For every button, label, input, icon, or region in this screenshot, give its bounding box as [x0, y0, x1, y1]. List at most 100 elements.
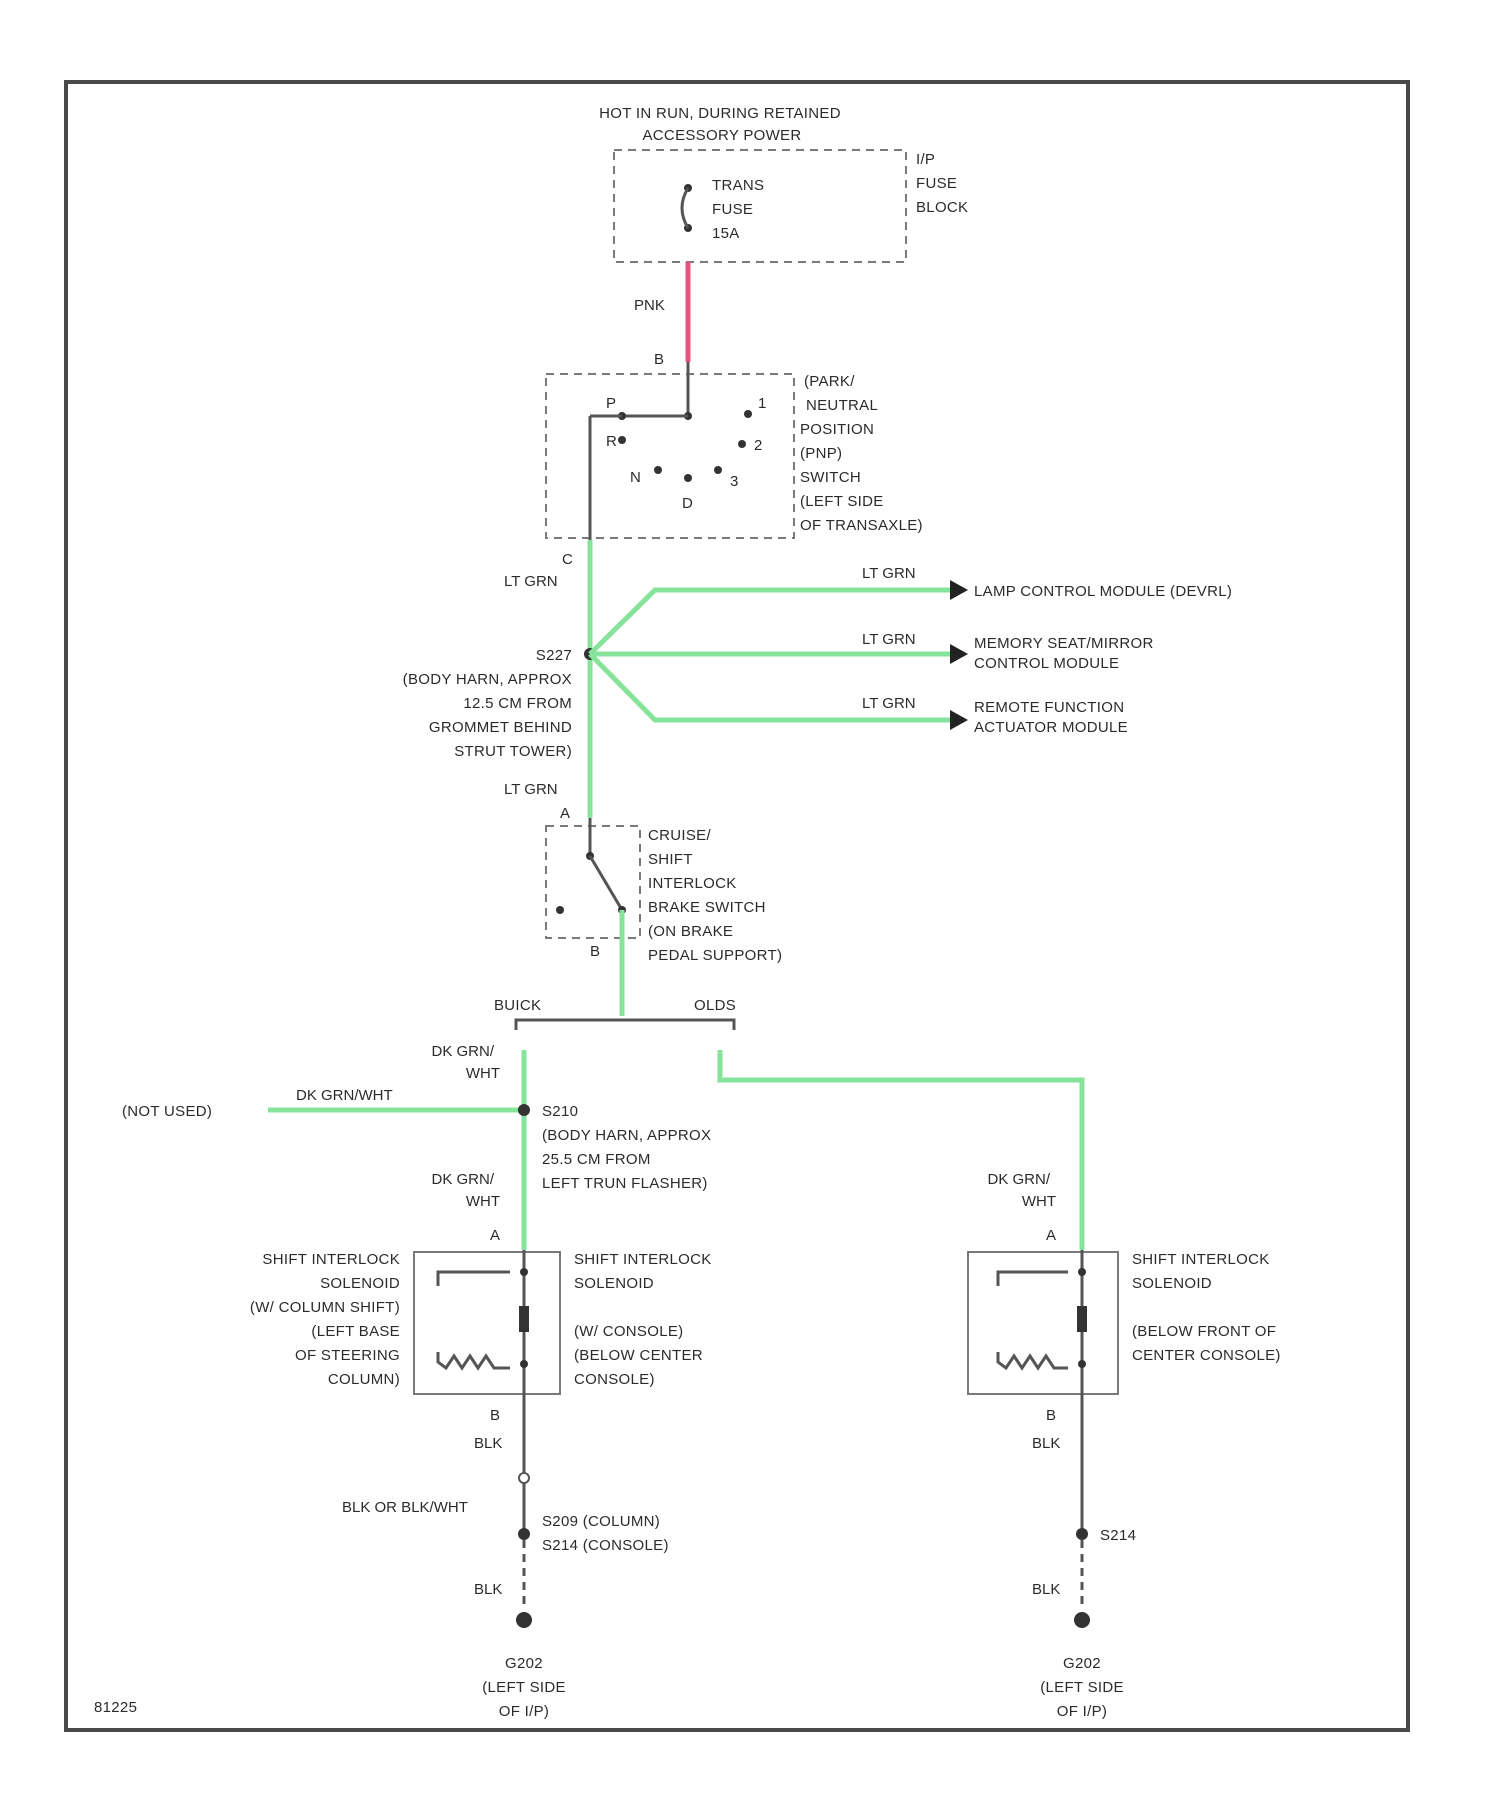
fuse-label-1: TRANS [712, 177, 764, 194]
right-solenoid-pin-a: A [1046, 1227, 1056, 1244]
right-solenoid-terminal-b [1078, 1360, 1086, 1368]
right-solenoid-pin-b: B [1046, 1407, 1056, 1424]
brake-switch-outline [546, 826, 640, 938]
left-ground-label-3: OF I/P) [499, 1703, 549, 1720]
branch-wire-label-2: LT GRN [862, 631, 916, 648]
left-solenoid-outer-3: (W/ COLUMN SHIFT) [250, 1299, 400, 1316]
figure-id: 81225 [94, 1699, 137, 1716]
left-solenoid-outer-4: (LEFT BASE [311, 1323, 400, 1340]
left-solenoid-inner-5: (BELOW CENTER [574, 1347, 703, 1364]
fuse-label-2: FUSE [712, 201, 753, 218]
power-header-line-1: HOT IN RUN, DURING RETAINED [599, 105, 841, 122]
branch-wire-label-1: LT GRN [862, 565, 916, 582]
brake-switch-label-3: INTERLOCK [648, 875, 737, 892]
left-solenoid-pin-a: A [490, 1227, 500, 1244]
branch-wire-label-3: LT GRN [862, 695, 916, 712]
left-solenoid-terminal-b [520, 1360, 528, 1368]
pnp-pin-top: B [654, 351, 664, 368]
brake-switch-label-6: PEDAL SUPPORT) [648, 947, 782, 964]
left-connector-ring [519, 1473, 529, 1483]
not-used-label: (NOT USED) [122, 1103, 212, 1120]
pnp-label-2: NEUTRAL [806, 397, 878, 414]
splice-s214-label: S214 [1100, 1527, 1136, 1544]
brake-switch-blade [590, 856, 622, 910]
ip-fuse-block-label-3: BLOCK [916, 199, 968, 216]
left-solenoid-outer-6: COLUMN) [328, 1371, 400, 1388]
variant-bracket [516, 1020, 734, 1030]
left-solenoid-inner-4: (W/ CONSOLE) [574, 1323, 683, 1340]
left-solenoid-inner-2: SOLENOID [574, 1275, 654, 1292]
left-ground-label-1: G202 [505, 1655, 543, 1672]
pnp-label-4: (PNP) [800, 445, 842, 462]
wire-label-dkgrn-2b: WHT [466, 1193, 500, 1210]
ip-fuse-block-outline [614, 150, 906, 262]
pnp-pos-1: 1 [758, 395, 767, 412]
power-header-line-2: ACCESSORY POWER [643, 127, 802, 144]
brake-switch-label-2: SHIFT [648, 851, 693, 868]
splice-s210-label-4: LEFT TRUN FLASHER) [542, 1175, 708, 1192]
dest-remote-function-2: ACTUATOR MODULE [974, 719, 1128, 736]
pnp-pos-p: P [606, 395, 616, 412]
left-solenoid-outer-2: SOLENOID [320, 1275, 400, 1292]
wire-label-dkgrn-3a: DK GRN/ [987, 1171, 1050, 1188]
wire-label-blk-or-blkwht: BLK OR BLK/WHT [342, 1499, 468, 1516]
pnp-label-6: (LEFT SIDE [800, 493, 884, 510]
right-solenoid-terminal-a [1078, 1268, 1086, 1276]
wire-label-lt-grn-1: LT GRN [504, 573, 558, 590]
wire-label-pnk: PNK [634, 297, 665, 314]
splice-s210-label-3: 25.5 CM FROM [542, 1151, 651, 1168]
pnp-label-5: SWITCH [800, 469, 861, 486]
right-ground-label-1: G202 [1063, 1655, 1101, 1672]
splice-s227-label-4: GROMMET BEHIND [429, 719, 572, 736]
right-solenoid-label-4: (BELOW FRONT OF [1132, 1323, 1276, 1340]
pnp-label-7: OF TRANSAXLE) [800, 517, 923, 534]
splice-s227-label-5: STRUT TOWER) [454, 743, 572, 760]
splice-s227-label-1: S227 [536, 647, 572, 664]
dest-remote-function-1: REMOTE FUNCTION [974, 699, 1124, 716]
left-ground-symbol [516, 1612, 532, 1628]
dest-memory-seat-1: MEMORY SEAT/MIRROR [974, 635, 1154, 652]
right-solenoid-coil-icon [1077, 1306, 1087, 1332]
left-solenoid-coil-icon [519, 1306, 529, 1332]
wire-label-blk-left-2: BLK [474, 1581, 502, 1598]
right-ground-label-2: (LEFT SIDE [1040, 1679, 1124, 1696]
right-ground-label-3: OF I/P) [1057, 1703, 1107, 1720]
brake-switch-contact-open [556, 906, 564, 914]
arrow-memory-seat [950, 644, 968, 664]
left-solenoid-outer-1: SHIFT INTERLOCK [262, 1251, 400, 1268]
pnp-pin-bottom: C [562, 551, 573, 568]
splice-s214-dot [1076, 1528, 1088, 1540]
wire-label-dkgrn-2a: DK GRN/ [431, 1171, 494, 1188]
wire-label-dkgrn-inline: DK GRN/WHT [296, 1087, 393, 1104]
splice-s209-label: S209 (COLUMN) [542, 1513, 660, 1530]
pnp-pos-3: 3 [730, 473, 739, 490]
left-solenoid-pin-b: B [490, 1407, 500, 1424]
pnp-pos-n: N [630, 469, 641, 486]
left-ground-label-2: (LEFT SIDE [482, 1679, 566, 1696]
right-solenoid-label-2: SOLENOID [1132, 1275, 1212, 1292]
brake-switch-pin-top: A [560, 805, 570, 822]
left-solenoid-terminal-a [520, 1268, 528, 1276]
right-ground-symbol [1074, 1612, 1090, 1628]
wire-label-blk-left-1: BLK [474, 1435, 502, 1452]
variant-olds: OLDS [694, 997, 736, 1014]
ip-fuse-block-label-2: FUSE [916, 175, 957, 192]
splice-s227-label-2: (BODY HARN, APPROX [403, 671, 572, 688]
arrow-remote-function [950, 710, 968, 730]
splice-s210-dot [518, 1104, 530, 1116]
wire-label-dkgrn-1a: DK GRN/ [431, 1043, 494, 1060]
left-solenoid-inner-6: CONSOLE) [574, 1371, 655, 1388]
pnp-pos-d: D [682, 495, 693, 512]
splice-s209-dot [518, 1528, 530, 1540]
fuse-label-3: 15A [712, 225, 740, 242]
pnp-switch-outline [546, 374, 794, 538]
wire-label-dkgrn-1b: WHT [466, 1065, 500, 1082]
brake-switch-pin-bottom: B [590, 943, 600, 960]
wire-label-blk-right-2: BLK [1032, 1581, 1060, 1598]
dest-lamp-control-module: LAMP CONTROL MODULE (DEVRL) [974, 583, 1232, 600]
arrow-lamp-control [950, 580, 968, 600]
pnp-pos-r: R [606, 433, 617, 450]
right-solenoid-label-1: SHIFT INTERLOCK [1132, 1251, 1270, 1268]
ip-fuse-block-label-1: I/P [916, 151, 935, 168]
